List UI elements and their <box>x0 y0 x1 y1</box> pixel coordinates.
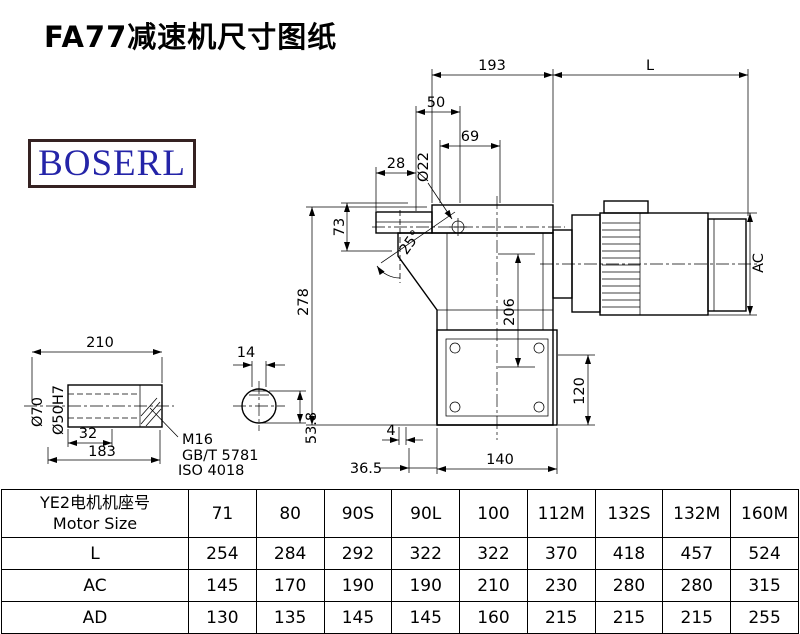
dim-dia50h7: Ø50H7 <box>51 385 67 435</box>
dim-32: 32 <box>79 426 97 442</box>
table-cell: 280 <box>594 569 664 602</box>
col-header: 112M <box>526 489 596 538</box>
brand-logo: BOSERL <box>28 139 196 188</box>
dim-AC: AC <box>751 253 767 273</box>
motor-outline <box>552 200 747 316</box>
header-row: YE2电机机座号 Motor Size 71 80 90S 90L 100 11… <box>1 489 799 538</box>
row-label: AC <box>1 569 189 602</box>
dim-278: 278 <box>296 288 312 316</box>
standard-iso-label: ISO 4018 <box>178 463 244 479</box>
table-cell: 254 <box>188 537 257 570</box>
dim-36-5: 36.5 <box>350 461 382 477</box>
table-cell: 130 <box>188 601 257 634</box>
table-cell: 145 <box>391 601 461 634</box>
output-flange <box>436 329 558 426</box>
dim-120: 120 <box>572 377 588 405</box>
table-cell: 215 <box>662 601 732 634</box>
dimension-lines <box>31 69 757 474</box>
col-header: 160M <box>730 489 799 538</box>
dim-50: 50 <box>427 95 445 111</box>
dim-dia22: Ø22 <box>416 152 432 182</box>
dim-210: 210 <box>86 335 114 351</box>
col-header: 132S <box>594 489 664 538</box>
table-cell: 315 <box>730 569 799 602</box>
dim-73: 73 <box>332 218 348 236</box>
dim-140: 140 <box>486 452 514 468</box>
table-cell: 210 <box>459 569 528 602</box>
gearbox-outline <box>375 204 554 426</box>
shaft-section <box>241 388 277 424</box>
table-cell: 418 <box>594 537 664 570</box>
table-cell: 170 <box>255 569 325 602</box>
motor-size-header-cn: YE2电机机座号 <box>39 492 151 512</box>
dim-183: 183 <box>88 444 116 460</box>
dim-69: 69 <box>461 129 479 145</box>
row-label: AD <box>1 601 189 634</box>
standard-gb-label: GB/T 5781 <box>182 448 258 464</box>
dim-4: 4 <box>386 423 395 439</box>
table-cell: 370 <box>526 537 596 570</box>
shaft-detail <box>67 384 179 438</box>
col-header: 132M <box>662 489 732 538</box>
dim-L: L <box>646 58 654 74</box>
table-cell: 190 <box>391 569 461 602</box>
dim-193: 193 <box>478 58 506 74</box>
row-label: L <box>1 537 189 570</box>
technical-drawing: 193 L 50 69 Ø22 28 73 25° 278 206 AC 120… <box>24 58 767 479</box>
table-cell: 284 <box>255 537 325 570</box>
dim-dia70: Ø70 <box>30 397 46 427</box>
table-row-AC: AC 145 170 190 190 210 230 280 280 315 <box>1 569 799 602</box>
dim-28: 28 <box>387 156 405 172</box>
col-header: 100 <box>459 489 528 538</box>
dim-53-8: 53.8 <box>304 412 320 444</box>
dimension-labels: 193 L 50 69 Ø22 28 73 25° 278 206 AC 120… <box>30 58 767 479</box>
table-cell: 322 <box>459 537 528 570</box>
table-cell: 524 <box>730 537 799 570</box>
col-header: 80 <box>255 489 325 538</box>
table-cell: 322 <box>391 537 461 570</box>
table-cell: 145 <box>188 569 257 602</box>
table-cell: 230 <box>526 569 596 602</box>
table-cell: 292 <box>323 537 393 570</box>
table-row-AD: AD 130 135 145 145 160 215 215 215 255 <box>1 601 799 634</box>
col-header: 71 <box>188 489 257 538</box>
col-header: 90S <box>323 489 393 538</box>
table-cell: 145 <box>323 601 393 634</box>
table-cell: 457 <box>662 537 732 570</box>
table-cell: 190 <box>323 569 393 602</box>
dim-25deg: 25° <box>397 228 425 258</box>
table-cell: 135 <box>255 601 325 634</box>
motor-size-header-en: Motor Size <box>52 513 138 533</box>
dim-14: 14 <box>237 345 255 361</box>
table-cell: 255 <box>730 601 799 634</box>
page-title: FA77减速机尺寸图纸 <box>44 20 338 54</box>
thread-label: M16 <box>182 432 213 448</box>
table-row-L: L 254 284 292 322 322 370 418 457 524 <box>1 537 799 570</box>
table-cell: 215 <box>594 601 664 634</box>
table-cell: 215 <box>526 601 596 634</box>
table-cell: 280 <box>662 569 732 602</box>
dim-206: 206 <box>502 298 518 326</box>
brand-logo-text: BOSERL <box>38 143 186 184</box>
table-cell: 160 <box>459 601 528 634</box>
motor-size-header: YE2电机机座号 Motor Size <box>1 489 189 538</box>
col-header: 90L <box>391 489 461 538</box>
dimension-table: YE2电机机座号 Motor Size 71 80 90S 90L 100 11… <box>1 489 799 634</box>
